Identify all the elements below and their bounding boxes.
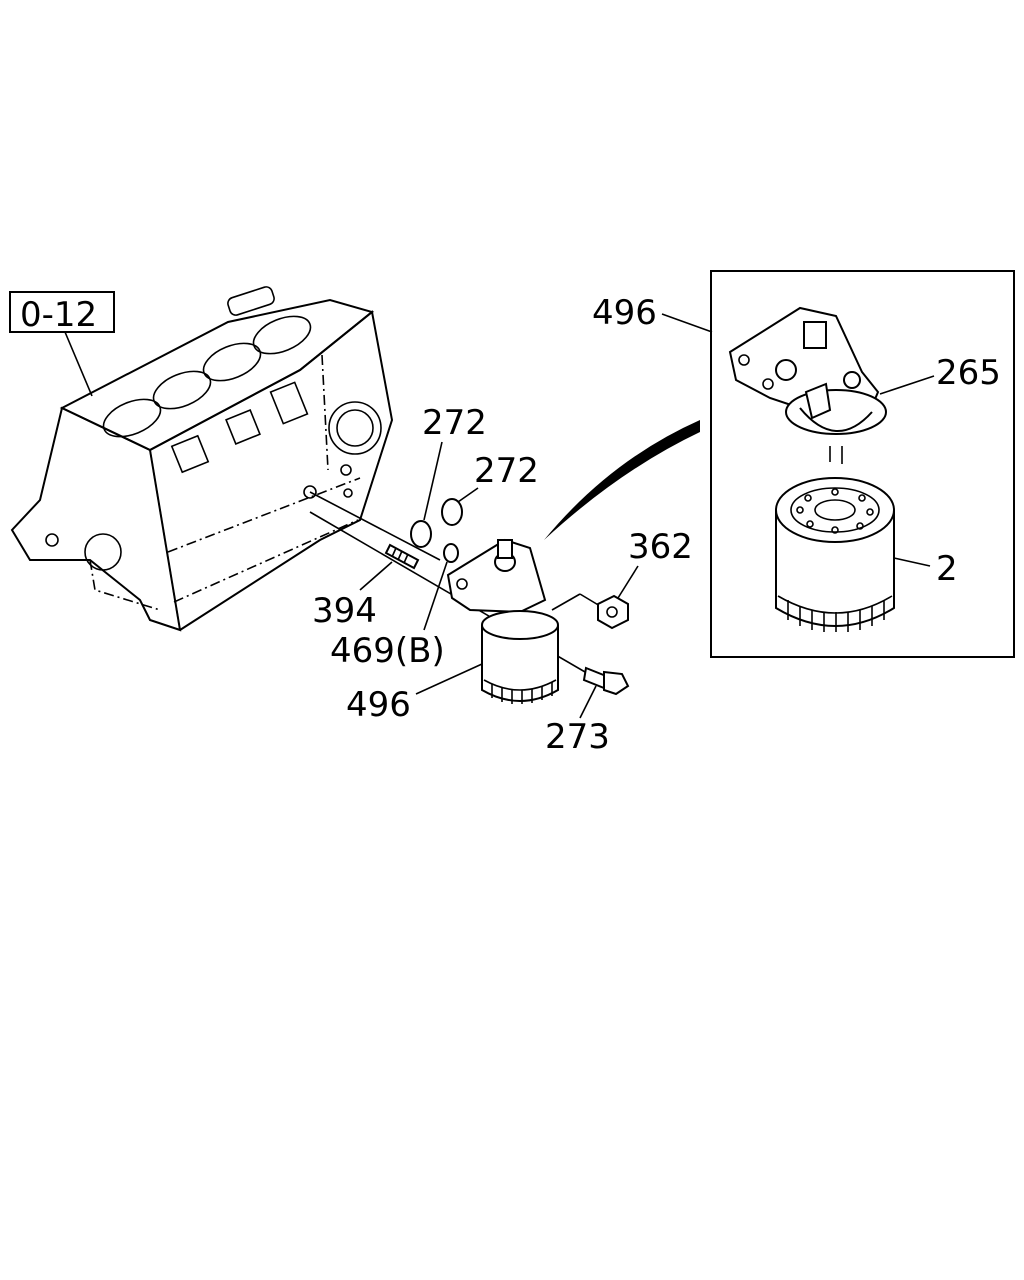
callout-label: 273 [545,717,610,757]
o-ring-upper-drawing [410,520,432,548]
nut-drawing [551,593,629,630]
callout-label: 2 [936,549,958,589]
oil-filter-assembly-drawing [446,538,559,704]
callout-oil-filter-assembly-bottom: 496 [346,663,483,725]
filter-cartridge-drawing [775,477,895,632]
detail-pointer [544,420,700,540]
callout-stud-bolt: 394 [312,561,393,631]
callout-label: 272 [422,403,487,443]
callout-oil-filter-assembly-top: 496 [592,293,713,333]
callout-label: 469(B) [330,631,445,671]
callout-bolt: 273 [545,685,610,757]
engine-block-drawing [10,286,394,632]
callout-label: 265 [936,353,1001,393]
callout-label: 394 [312,591,377,631]
stud-bolt-drawing [384,543,420,570]
filter-head-drawing [728,306,887,464]
detail-box: 265 2 [710,270,1015,658]
callout-nut: 362 [617,527,693,599]
callout-filter-head: 265 [879,353,1001,395]
reference-label: 0-12 [20,295,97,335]
o-ring-right-drawing [441,498,463,526]
o-ring-small-drawing [443,543,459,563]
callout-filter-cartridge: 2 [893,549,958,589]
reference-box: 0-12 [9,291,115,397]
callout-label: 496 [346,685,411,725]
callout-o-ring-small: 469(B) [330,561,448,671]
callout-label: 272 [474,451,539,491]
callout-o-ring-right: 272 [457,451,539,503]
stud-guide-line [309,491,441,561]
callout-label: 362 [628,527,693,567]
callout-o-ring-upper: 272 [422,403,487,521]
callout-label: 496 [592,293,657,333]
bolt-drawing [582,666,630,696]
